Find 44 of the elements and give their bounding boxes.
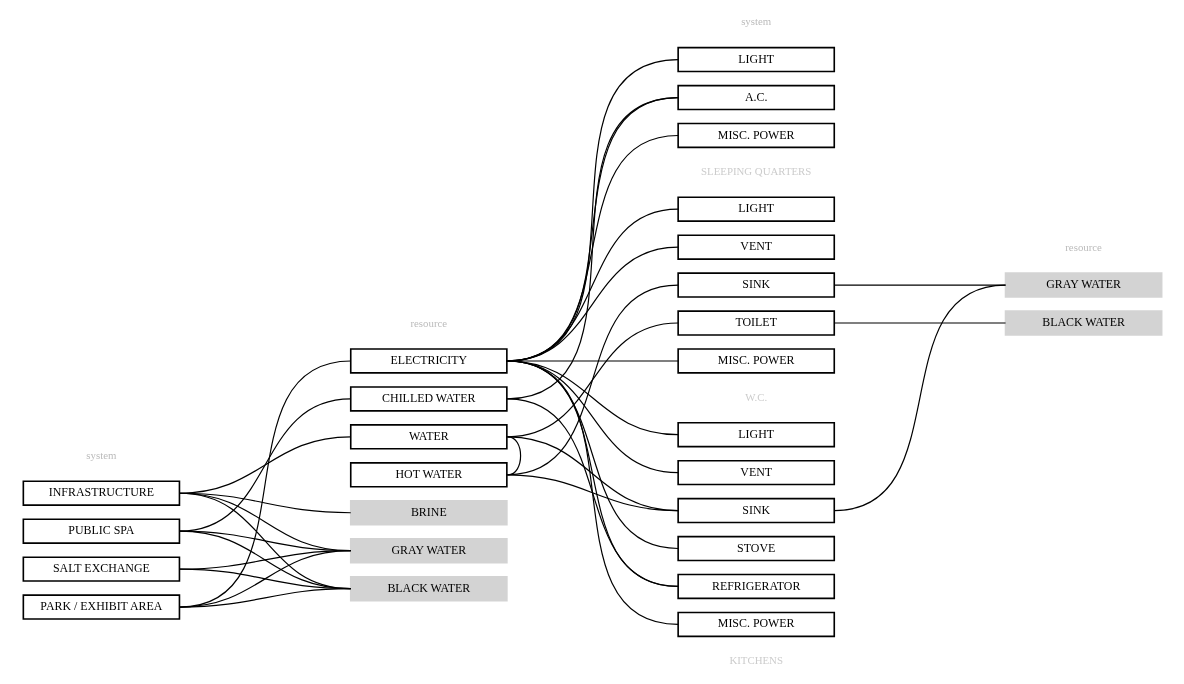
connector: [178, 436, 351, 494]
connector: [178, 550, 351, 608]
node-box: A.C.: [676, 84, 835, 111]
connector: [178, 398, 351, 532]
node-box: LIGHT: [676, 46, 835, 73]
connector: [505, 360, 679, 550]
node-box: WATER: [349, 424, 508, 450]
node-box: VENT: [676, 459, 835, 486]
connector: [833, 322, 1006, 324]
node-box: PUBLIC SPA: [22, 518, 180, 544]
node-box: ELECTRICITY: [349, 348, 508, 374]
connector: [833, 284, 1006, 512]
node-box: SINK: [676, 272, 835, 298]
node-box: GRAY WATER: [349, 537, 508, 564]
connector: [833, 284, 1006, 286]
node-box: PARK / EXHIBIT AREA: [22, 594, 180, 620]
node-box: CHILLED WATER: [349, 386, 508, 412]
node-box: SALT EXCHANGE: [22, 556, 180, 582]
node-box: VENT: [676, 234, 835, 260]
connector: [178, 360, 351, 608]
node-box: BLACK WATER: [1004, 310, 1162, 336]
connector: [178, 492, 351, 590]
connector: [505, 436, 679, 512]
node-box: MISC. POWER: [676, 122, 835, 149]
node-box: LIGHT: [676, 196, 835, 222]
connector: [505, 474, 679, 512]
node-box: REFRIGERATOR: [676, 573, 835, 600]
node-box: MISC. POWER: [676, 611, 835, 638]
node-box: LIGHT: [676, 421, 835, 448]
node-box: HOT WATER: [349, 462, 508, 488]
connector: [178, 588, 351, 608]
node-box: GRAY WATER: [1004, 272, 1162, 298]
node-box: MISC. POWER: [676, 348, 835, 374]
node-box: STOVE: [676, 535, 835, 562]
node-box: TOILET: [676, 310, 835, 336]
label: system: [85, 449, 116, 462]
node-box: BRINE: [349, 500, 508, 526]
node-box: SINK: [676, 497, 835, 524]
node-box: INFRASTRUCTURE: [22, 480, 180, 506]
label: system: [740, 15, 771, 28]
label: resource: [1064, 240, 1102, 253]
connector: [505, 398, 679, 588]
node-box: BLACK WATER: [349, 575, 508, 602]
label: resource: [409, 316, 447, 329]
